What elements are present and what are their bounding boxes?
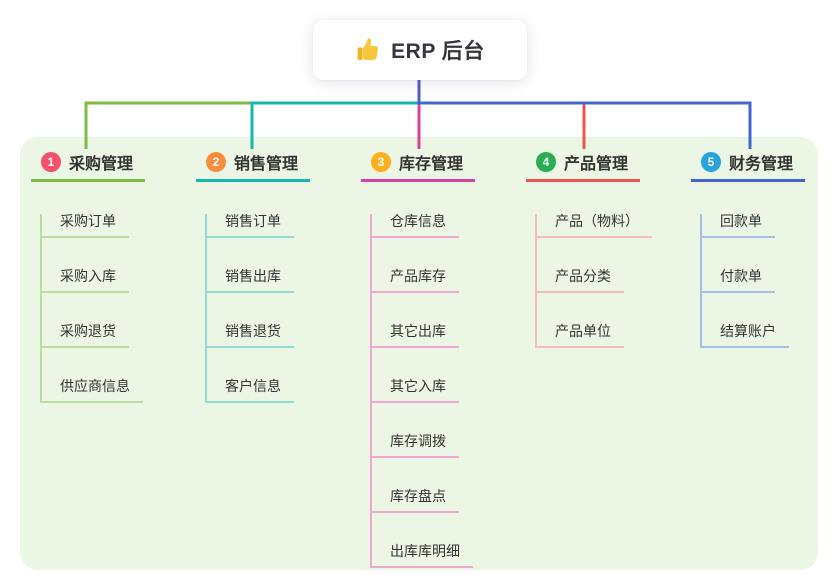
node-other-inbound[interactable]: 其它入库 [372, 379, 459, 403]
thumbs-up-icon [357, 38, 379, 60]
node-other-outbound[interactable]: 其它出库 [372, 324, 459, 348]
node-stock-transfer[interactable]: 库存调拨 [372, 434, 459, 458]
badge-3: 3 [371, 152, 391, 172]
branch-inventory-header[interactable]: 3 库存管理 [361, 150, 475, 182]
branches-panel [20, 137, 818, 570]
badge-5: 5 [701, 152, 721, 172]
node-outbound-detail[interactable]: 出库库明细 [372, 544, 473, 568]
branch-finance-header[interactable]: 5 财务管理 [691, 150, 805, 182]
branch-sales-title: 销售管理 [234, 156, 299, 173]
badge-4: 4 [536, 152, 556, 172]
node-stock-taking[interactable]: 库存盘点 [372, 489, 459, 513]
branch-purchase-children: 采购订单 采购入库 采购退货 供应商信息 [40, 214, 145, 403]
branch-product-children: 产品（物料） 产品分类 产品单位 [535, 214, 652, 348]
node-receipt-bill[interactable]: 回款单 [702, 214, 775, 238]
node-payment-bill[interactable]: 付款单 [702, 269, 775, 293]
node-product-material[interactable]: 产品（物料） [537, 214, 652, 238]
node-warehouse-info[interactable]: 仓库信息 [372, 214, 459, 238]
branch-finance-children: 回款单 付款单 结算账户 [700, 214, 805, 348]
branch-product-title: 产品管理 [564, 156, 629, 173]
branch-inventory-title: 库存管理 [399, 156, 464, 173]
node-purchase-order[interactable]: 采购订单 [42, 214, 129, 238]
node-sales-outbound[interactable]: 销售出库 [207, 269, 294, 293]
branch-sales-header[interactable]: 2 销售管理 [196, 150, 310, 182]
branch-purchase-header[interactable]: 1 采购管理 [31, 150, 145, 182]
branch-purchase-title: 采购管理 [69, 156, 134, 173]
badge-1: 1 [41, 152, 61, 172]
branch-sales: 2 销售管理 销售订单 销售出库 销售退货 客户信息 [196, 150, 310, 403]
node-purchase-inbound[interactable]: 采购入库 [42, 269, 129, 293]
badge-2: 2 [206, 152, 226, 172]
branch-inventory: 3 库存管理 仓库信息 产品库存 其它出库 其它入库 库存调拨 库存盘点 出库库… [361, 150, 475, 568]
root-node[interactable]: ERP 后台 [313, 20, 527, 80]
node-settlement-account[interactable]: 结算账户 [702, 324, 789, 348]
node-purchase-return[interactable]: 采购退货 [42, 324, 129, 348]
branch-product-header[interactable]: 4 产品管理 [526, 150, 640, 182]
branch-finance-title: 财务管理 [729, 156, 794, 173]
node-product-stock[interactable]: 产品库存 [372, 269, 459, 293]
node-supplier-info[interactable]: 供应商信息 [42, 379, 143, 403]
node-sales-return[interactable]: 销售退货 [207, 324, 294, 348]
branch-sales-children: 销售订单 销售出库 销售退货 客户信息 [205, 214, 310, 403]
node-product-unit[interactable]: 产品单位 [537, 324, 624, 348]
node-product-category[interactable]: 产品分类 [537, 269, 624, 293]
branch-purchase: 1 采购管理 采购订单 采购入库 采购退货 供应商信息 [31, 150, 145, 403]
node-customer-info[interactable]: 客户信息 [207, 379, 294, 403]
node-sales-order[interactable]: 销售订单 [207, 214, 294, 238]
root-node-label: ERP 后台 [391, 40, 485, 63]
branch-inventory-children: 仓库信息 产品库存 其它出库 其它入库 库存调拨 库存盘点 出库库明细 [370, 214, 475, 568]
branch-finance: 5 财务管理 回款单 付款单 结算账户 [691, 150, 805, 348]
branch-product: 4 产品管理 产品（物料） 产品分类 产品单位 [526, 150, 652, 348]
